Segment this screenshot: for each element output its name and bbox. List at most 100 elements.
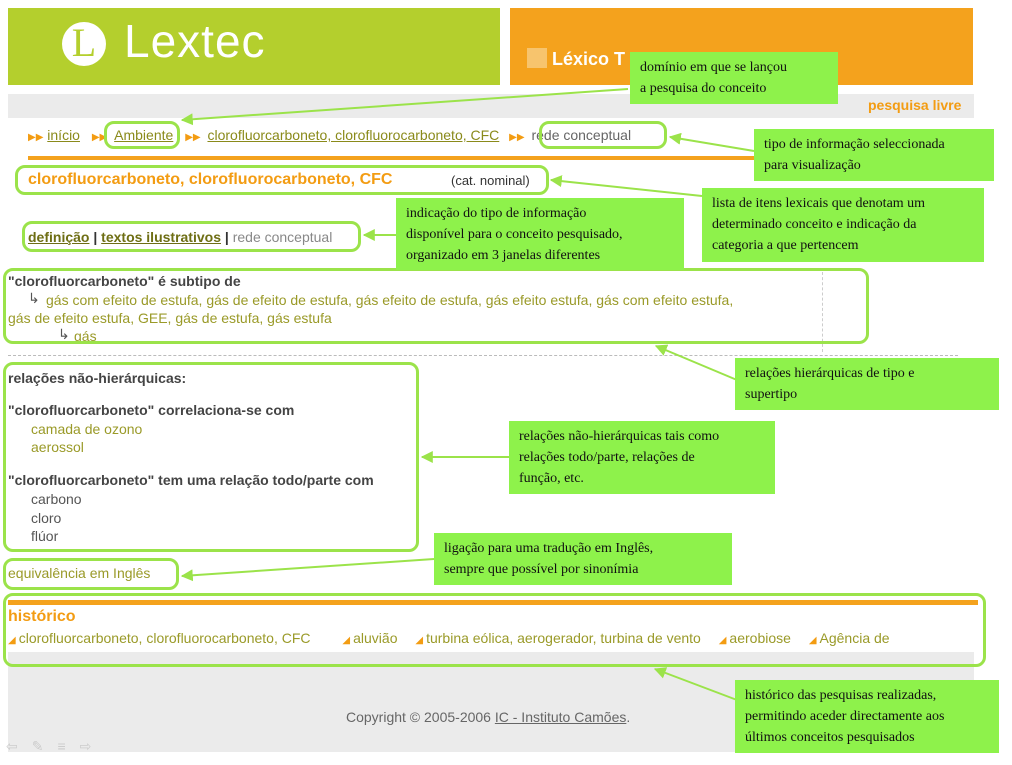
hierarchy-arrow-icon: ↳ bbox=[58, 326, 70, 342]
note-line: relações não-hierárquicas tais como bbox=[519, 429, 720, 444]
history-item[interactable]: Agência de bbox=[819, 630, 890, 646]
concept-category: (cat. nominal) bbox=[451, 173, 530, 188]
note-line: últimos conceitos pesquisados bbox=[745, 730, 915, 745]
note-info-type: tipo de informação seleccionada para vis… bbox=[754, 129, 994, 181]
hierarchy-heading: "clorofluorcarboneto" é subtipo de bbox=[8, 273, 241, 289]
note-line: relações hierárquicas de tipo e bbox=[745, 366, 915, 381]
free-search-link[interactable]: pesquisa livre bbox=[868, 97, 962, 113]
hierarchy-supertypes-line1[interactable]: gás com efeito de estufa, gás de efeito … bbox=[46, 292, 734, 308]
arrow-domain bbox=[180, 88, 629, 126]
column-divider bbox=[822, 272, 823, 352]
tab-separator: | bbox=[93, 229, 98, 245]
note-line: função, etc. bbox=[519, 471, 584, 486]
arrow-history bbox=[653, 667, 738, 701]
breadcrumb-concept[interactable]: clorofluorcarboneto, clorofluorocarbonet… bbox=[207, 127, 500, 143]
note-hierarchical: relações hierárquicas de tipo e supertip… bbox=[735, 358, 999, 410]
note-line: determinado conceito e indicação da bbox=[712, 217, 917, 232]
non-hierarchical-heading: relações não-hierárquicas: bbox=[8, 370, 187, 386]
note-line: relações todo/parte, relações de bbox=[519, 450, 695, 465]
frame-tabs bbox=[22, 221, 361, 252]
lexico-icon bbox=[527, 48, 547, 68]
tab-separator: | bbox=[224, 229, 229, 245]
copyright-text: Copyright © 2005-2006 bbox=[346, 709, 491, 725]
note-line: tipo de informação seleccionada bbox=[764, 137, 945, 152]
triangle-icon: ◢ bbox=[718, 635, 727, 646]
history-list: ◢clorofluorcarboneto, clorofluorocarbone… bbox=[8, 630, 890, 646]
slide-nav-icons: ⇦✎≡⇨ bbox=[6, 738, 105, 755]
note-history: histórico das pesquisas realizadas, perm… bbox=[735, 680, 999, 753]
hierarchy-subtype[interactable]: gás bbox=[74, 328, 97, 344]
part-item: cloro bbox=[31, 510, 62, 526]
copyright-link[interactable]: IC - Instituto Camões bbox=[494, 709, 627, 725]
frame-info-type bbox=[539, 121, 667, 149]
note-lexical-items: lista de itens lexicais que denotam um d… bbox=[702, 188, 984, 262]
arrow-equivalence bbox=[180, 558, 435, 582]
frame-equivalence bbox=[3, 558, 179, 590]
arrow-hierarchy bbox=[654, 344, 738, 381]
note-line: histórico das pesquisas realizadas, bbox=[745, 688, 937, 703]
tab-conceptual-network: rede conceptual bbox=[232, 229, 333, 245]
logo-text: Lextec bbox=[124, 15, 266, 67]
note-line: a pesquisa do conceito bbox=[640, 81, 767, 96]
copyright-suffix: . bbox=[626, 709, 631, 725]
chevron-icon: ▶▶ bbox=[185, 132, 201, 143]
hierarchy-arrow-icon: ↳ bbox=[28, 290, 40, 306]
note-line: para visualização bbox=[764, 158, 861, 173]
frame-history bbox=[3, 593, 986, 667]
forward-arrow-icon[interactable]: ⇨ bbox=[79, 738, 106, 754]
note-line: disponível para o conceito pesquisado, bbox=[406, 227, 623, 242]
logo-letter: L bbox=[71, 20, 97, 65]
triangle-icon: ◢ bbox=[415, 635, 424, 646]
orange-divider bbox=[28, 156, 972, 160]
history-item[interactable]: aluvião bbox=[353, 630, 398, 646]
breadcrumb-domain[interactable]: Ambiente bbox=[114, 127, 174, 143]
history-item[interactable]: clorofluorcarboneto, clorofluorocarbonet… bbox=[18, 630, 311, 646]
note-line: categoria a que pertencem bbox=[712, 238, 859, 253]
note-line: organizado em 3 janelas diferentes bbox=[406, 248, 601, 263]
note-line: ligação para uma tradução em Inglês, bbox=[444, 541, 654, 556]
part-whole-heading: "clorofluorcarboneto" tem uma relação to… bbox=[8, 472, 374, 488]
english-equivalence-link[interactable]: equivalência em Inglês bbox=[8, 565, 151, 581]
chevron-icon: ▶▶ bbox=[28, 132, 44, 143]
chevron-icon: ▶▶ bbox=[509, 132, 525, 143]
chevron-icon: ▶▶ bbox=[91, 132, 108, 143]
arrow-info-type bbox=[668, 132, 755, 152]
note-line: sempre que possível por sinonímia bbox=[444, 562, 639, 577]
note-domain: domínio em que se lançou a pesquisa do c… bbox=[630, 52, 838, 104]
frame-lexical-items bbox=[15, 165, 549, 195]
history-title: histórico bbox=[8, 608, 76, 625]
breadcrumb-home[interactable]: início bbox=[47, 127, 80, 143]
breadcrumb: ▶▶ início ▶▶ Ambiente ▶▶ clorofluorcarbo… bbox=[28, 127, 631, 143]
back-arrow-icon[interactable]: ⇦ bbox=[6, 738, 32, 754]
note-line: domínio em que se lançou bbox=[640, 60, 787, 75]
concept-title: clorofluorcarboneto, clorofluorocarbonet… bbox=[28, 171, 393, 188]
tab-illustrative-texts[interactable]: textos ilustrativos bbox=[101, 229, 221, 245]
note-non-hierarchical: relações não-hierárquicas tais como rela… bbox=[509, 421, 775, 494]
part-item: flúor bbox=[31, 528, 59, 544]
correlation-item[interactable]: camada de ozono bbox=[31, 421, 143, 437]
correlation-item[interactable]: aerossol bbox=[31, 439, 84, 455]
triangle-icon: ◢ bbox=[8, 635, 16, 646]
arrow-lexical-items bbox=[549, 175, 703, 197]
logo-circle bbox=[62, 22, 106, 66]
note-translation: ligação para uma tradução em Inglês, sem… bbox=[434, 533, 732, 585]
history-divider bbox=[8, 600, 978, 605]
history-item[interactable]: aerobiose bbox=[729, 630, 791, 646]
menu-icon[interactable]: ≡ bbox=[57, 738, 80, 754]
triangle-icon: ◢ bbox=[342, 635, 351, 646]
part-item: carbono bbox=[31, 491, 82, 507]
info-tabs: definição | textos ilustrativos | rede c… bbox=[28, 229, 332, 245]
tab-definition[interactable]: definição bbox=[28, 229, 90, 245]
pen-icon[interactable]: ✎ bbox=[31, 738, 58, 754]
copyright: Copyright © 2005-2006 IC - Instituto Cam… bbox=[346, 709, 630, 725]
hierarchy-supertypes-line2[interactable]: gás de efeito estufa, GEE, gás de estufa… bbox=[8, 310, 332, 326]
note-tabs: indicação do tipo de informação disponív… bbox=[396, 198, 684, 270]
history-item[interactable]: turbina eólica, aerogerador, turbina de … bbox=[426, 630, 701, 646]
triangle-icon: ◢ bbox=[808, 635, 817, 646]
header-subtitle: Léxico T bbox=[552, 49, 626, 69]
note-line: indicação do tipo de informação bbox=[406, 206, 587, 221]
section-divider bbox=[8, 355, 958, 356]
note-line: supertipo bbox=[745, 387, 798, 402]
frame-non-hierarchical bbox=[3, 362, 419, 552]
